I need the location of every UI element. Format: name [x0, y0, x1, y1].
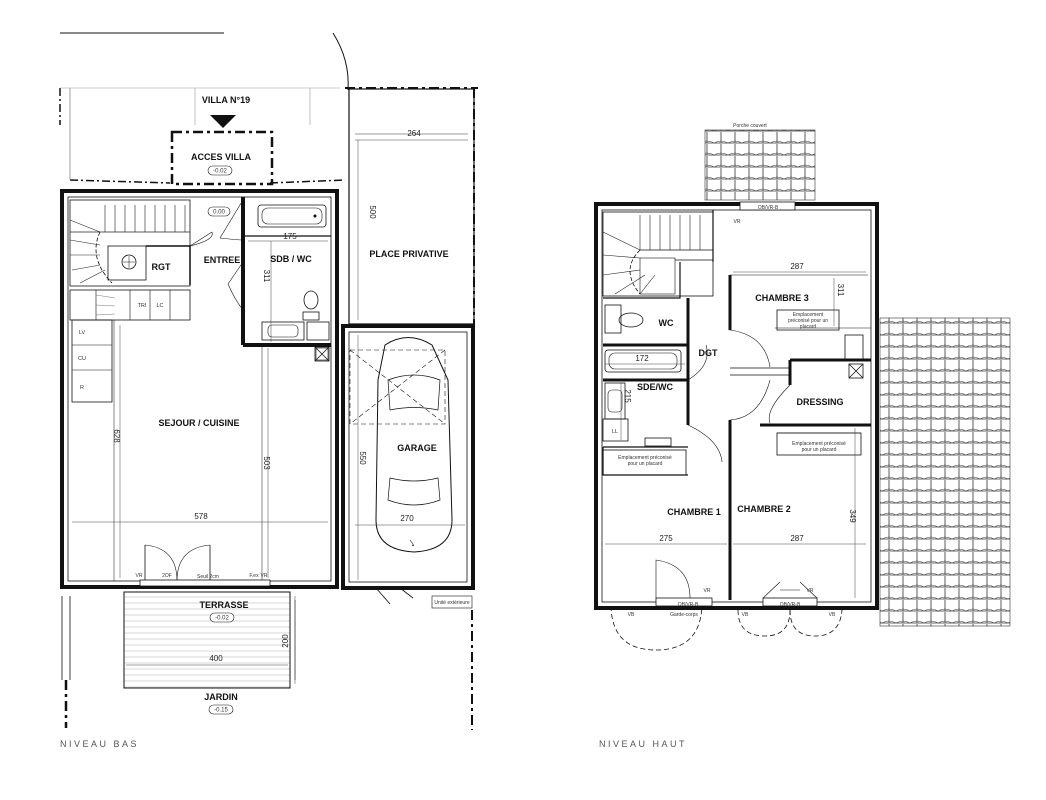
jardin-label: JARDIN [204, 692, 238, 702]
sejour-label: SEJOUR / CUISINE [158, 418, 239, 428]
dim-500: 500 [368, 205, 377, 219]
niveau-bas-caption: NIVEAU BAS [60, 739, 139, 749]
rgt-label: RGT [152, 262, 172, 272]
dim-270: 270 [400, 514, 414, 523]
dim-628: 628 [112, 429, 121, 443]
ll-label: LL [612, 429, 618, 435]
dim-215: 215 [623, 389, 632, 403]
upper-windows [610, 559, 843, 651]
boundary-arc [332, 32, 349, 91]
cu-label: CU [78, 356, 86, 362]
dim-287-bottom: 287 [790, 534, 804, 543]
dim-311: 311 [262, 270, 271, 283]
f-label-2: F.ex [249, 573, 259, 579]
placard1-line2: pour un placard [628, 461, 663, 467]
lot-boundary [59, 88, 346, 184]
porche-roof [704, 129, 816, 201]
dim-311-upper: 311 [836, 284, 845, 297]
ob-top: OB/VR-B [758, 205, 779, 211]
upper-exterior-walls [594, 202, 879, 610]
chambre1-label: CHAMBRE 1 [667, 507, 721, 517]
staircase [69, 199, 191, 287]
dim-287-top: 287 [790, 262, 804, 271]
sdb-label: SDB / WC [270, 254, 312, 264]
placard1-line1: Emplacement préconisé [618, 455, 672, 461]
acces-villa-label: ACCES VILLA [191, 152, 252, 162]
entree-label: ENTREE [204, 255, 241, 265]
vb-2: VB [742, 612, 749, 618]
car-outline [349, 337, 453, 553]
dim-400: 400 [209, 654, 223, 663]
dim-578: 578 [194, 512, 208, 521]
jardin-level: -0.15 [214, 708, 228, 714]
ob-bottom-1: OB/VR-B [678, 602, 699, 608]
placard2-line1: Emplacement [793, 312, 824, 318]
vr-top: VR [734, 219, 741, 225]
vb-1: VB [628, 612, 635, 618]
lc-label: LC [156, 303, 163, 309]
acces-level: -0.02 [213, 169, 227, 175]
villa-number-label: VILLA N°19 [202, 95, 250, 105]
house-exterior-walls [60, 189, 339, 589]
dim-175: 175 [283, 232, 297, 241]
dim-264: 264 [407, 129, 421, 138]
entry-arrow-icon [210, 115, 236, 128]
dim-172: 172 [635, 354, 649, 363]
place-privative-label: PLACE PRIVATIVE [369, 249, 448, 259]
terrasse-level: -0.02 [215, 616, 229, 622]
patio-door [139, 544, 271, 587]
garde-corps-label: Garde-corps [670, 612, 698, 618]
bathroom-fixtures [257, 204, 330, 362]
dim-200: 200 [281, 634, 290, 648]
dgt-label: DGT [699, 348, 719, 358]
dim-503: 503 [262, 456, 271, 470]
dim-275: 275 [659, 534, 673, 543]
upper-bathroom-fixtures [602, 304, 864, 447]
side-roof [879, 317, 1011, 627]
upper-staircase [602, 211, 714, 297]
chambre2-label: CHAMBRE 2 [737, 504, 791, 514]
porche-label: Porche couvert [733, 123, 767, 129]
entree-level: 0.00 [213, 210, 225, 216]
placard3-line2: pour un placard [802, 447, 837, 453]
laundry-cupboards [69, 289, 191, 403]
vb-3: VB [829, 612, 836, 618]
garage-label: GARAGE [397, 443, 437, 453]
vr-left: VR [136, 573, 143, 579]
f-label-1: 2OF [162, 573, 172, 579]
niveau-haut-caption: NIVEAU HAUT [599, 739, 687, 749]
r-label: R [80, 385, 84, 391]
vr-right: VR [261, 573, 268, 579]
upper-floor-plan: Porche couvert VR OB/VR-B [594, 123, 1011, 749]
place-privative-zone [348, 88, 475, 325]
ground-floor-plan: VILLA N°19 ACCES VILLA -0.02 0.00 ENTREE… [59, 32, 478, 749]
dressing-label: DRESSING [796, 397, 843, 407]
garage-walls [341, 324, 475, 590]
dim-550: 550 [358, 451, 367, 465]
dimension-lines [72, 139, 468, 684]
unite-exterieure-label: Unité extérieure [434, 600, 470, 606]
sde-label: SDE/WC [637, 382, 674, 392]
placard2-line3: placard [800, 324, 817, 330]
upper-dimension-lines [605, 271, 866, 598]
placard3-line1: Emplacement préconisé [792, 441, 846, 447]
terrasse-label: TERRASSE [199, 600, 248, 610]
terrasse-deck [123, 591, 291, 689]
acces-villa-zone [170, 130, 274, 186]
dim-349: 349 [848, 509, 857, 523]
tri-label: TRI [138, 303, 147, 309]
lv-label: LV [79, 330, 86, 336]
placard2-line2: préconisé pour un [788, 318, 828, 324]
wc-label: WC [659, 318, 674, 328]
vr-b: VR [807, 588, 814, 594]
seuil-label: Seuil 2cm [197, 574, 219, 580]
ob-bottom-2: OB/VR-B [780, 602, 801, 608]
chambre3-label: CHAMBRE 3 [755, 293, 809, 303]
vr-a: VR [704, 588, 711, 594]
